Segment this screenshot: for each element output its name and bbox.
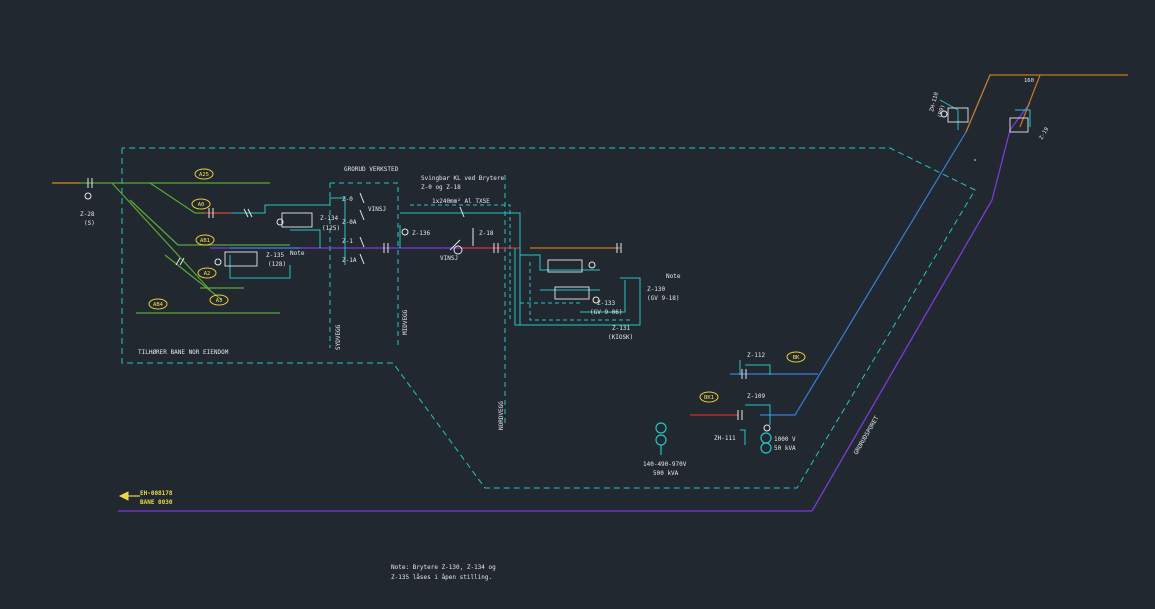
- tilhorer-label: TILHØRER BANE NOR EIENDOM: [138, 349, 229, 356]
- transformer-1-icon: [655, 422, 667, 455]
- label-z0a: Z-0A: [342, 219, 357, 226]
- label-z1: Z-1: [342, 238, 353, 245]
- nordvegg-label: NORDVEGG: [498, 401, 505, 430]
- cyan-wiring: [229, 99, 1031, 445]
- label-note1: Note: [290, 250, 305, 257]
- bubble-ab1: AB1: [200, 238, 210, 244]
- label-z28-sub: (S): [84, 220, 95, 227]
- transformer-2-icon: [760, 432, 772, 454]
- building-boundary: [121, 147, 976, 489]
- marker-dot: [974, 159, 976, 161]
- bubble-a25: A25: [199, 172, 209, 178]
- svingbar-line2: Z-0 og Z-18: [421, 184, 461, 191]
- bubble-bk: BK: [793, 355, 800, 361]
- label-zh110-sub: (R9): [937, 104, 946, 118]
- red-segments: [205, 212, 738, 416]
- label-z134-sub: (125): [322, 225, 340, 232]
- transformer2-line1: 1000 V: [774, 436, 796, 443]
- label-z136: Z-136: [412, 230, 430, 237]
- label-km160: 160: [1024, 78, 1034, 84]
- breaker-symbols: [87, 178, 747, 420]
- label-z18: Z-18: [479, 230, 494, 237]
- label-z130-sub: (GV 9-18): [647, 295, 680, 302]
- svingbar-line1: Svingbar KL ved Brytere: [421, 175, 504, 182]
- bubble-labels: A25 A0 AB1 A2 A3 AB4 BK BK1: [148, 168, 806, 403]
- blue-track: [230, 74, 991, 416]
- label-vinsj1: VINSJ: [368, 206, 386, 213]
- cyan-dashed-wiring: [410, 204, 630, 321]
- transformer1-line1: 140-490-970V: [643, 461, 687, 468]
- label-z0: Z-0: [342, 196, 353, 203]
- arrow-left-icon: [118, 491, 140, 501]
- note-line1: Note: Brytere Z-130, Z-134 og: [391, 564, 496, 571]
- bubble-a2: A2: [204, 271, 211, 277]
- transformer2-line2: 50 kVA: [774, 445, 796, 452]
- purple-track: [118, 102, 1031, 512]
- label-z109: Z-109: [747, 393, 765, 400]
- label-z1a: Z-1A: [342, 257, 357, 264]
- label-z19: Z-19: [1039, 127, 1051, 141]
- arrow-label-line2: BANE 0030: [140, 499, 173, 506]
- grorud-verksted-title: GRORUD VERKSTED: [344, 166, 399, 173]
- label-z133-sub: (GV 9-06): [590, 309, 623, 316]
- label-z130: Z-130: [647, 286, 665, 293]
- label-zh110: ZH-110: [929, 92, 940, 113]
- note-line2: Z-135 låses i åpen stilling.: [391, 574, 492, 581]
- label-z28: Z-28: [80, 211, 95, 218]
- label-z133: Z-133: [597, 300, 615, 307]
- motor-circles: [84, 110, 948, 432]
- grorudsporet-label: GRORUDSPORET: [853, 415, 881, 456]
- label-z135: Z-135: [266, 252, 284, 259]
- label-z135-sub: (128): [268, 261, 286, 268]
- label-note2: Note: [666, 273, 681, 280]
- label-z134: Z-134: [320, 215, 338, 222]
- inner-walls: [329, 175, 506, 425]
- cable-label: 1x240mm² Al TXSE: [432, 198, 490, 205]
- relay-symbols: [224, 107, 1029, 300]
- bubble-a0: A0: [198, 202, 205, 208]
- bubble-bk1: BK1: [704, 395, 714, 401]
- sydvegg-label: SYDVEGG: [335, 324, 342, 350]
- orange-track-right: [530, 74, 1128, 249]
- bubble-ab4: AB4: [153, 302, 164, 308]
- bubble-a3: A3: [216, 298, 223, 304]
- label-z112: Z-112: [747, 352, 765, 359]
- label-vinsj2: VINSJ: [440, 255, 458, 262]
- label-z131: Z-131: [612, 325, 630, 332]
- label-zh111: ZH-111: [714, 435, 736, 442]
- transformer1-line2: 500 kVA: [653, 470, 679, 477]
- label-z131-sub: (KIOSK): [608, 334, 633, 341]
- midvegg-label: MIDVEGG: [402, 309, 409, 335]
- arrow-label-line1: EH-008178: [140, 490, 173, 497]
